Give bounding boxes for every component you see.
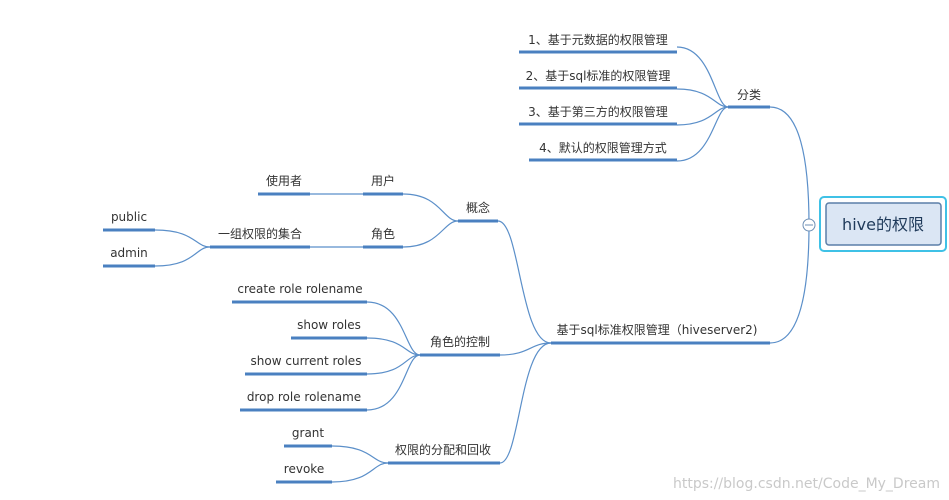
svg-text:角色: 角色 [371, 227, 395, 241]
collapse-toggle[interactable] [802, 218, 816, 232]
svg-text:revoke: revoke [284, 462, 324, 476]
svg-text:show current roles: show current roles [251, 354, 362, 368]
classification-item-1[interactable]: 1、基于元数据的权限管理 [519, 32, 677, 54]
role-node[interactable]: 角色 [363, 227, 403, 249]
svg-text:drop role rolename: drop role rolename [247, 390, 361, 404]
classification-item-3[interactable]: 3、基于第三方的权限管理 [519, 104, 677, 126]
user-node[interactable]: 用户 [363, 173, 403, 196]
svg-text:一组权限的集合: 一组权限的集合 [218, 226, 302, 241]
svg-text:create role rolename: create role rolename [237, 282, 362, 296]
root-node[interactable]: hive的权限 [819, 196, 947, 252]
sql-standard-node[interactable]: 基于sql标准权限管理（hiveserver2) [551, 322, 770, 345]
role-control-node[interactable]: 角色的控制 [420, 334, 500, 357]
grant-node[interactable]: grant [284, 426, 332, 448]
role-control-item-4[interactable]: drop role rolename [240, 390, 367, 412]
revoke-node[interactable]: revoke [276, 462, 332, 484]
svg-text:使用者: 使用者 [266, 173, 302, 188]
svg-text:public: public [111, 210, 147, 224]
connectors [154, 46, 810, 483]
svg-text:2、基于sql标准的权限管理: 2、基于sql标准的权限管理 [526, 68, 671, 83]
svg-text:admin: admin [110, 246, 148, 260]
user-child-node[interactable]: 使用者 [258, 173, 310, 196]
svg-text:分类: 分类 [737, 88, 761, 102]
role-control-item-3[interactable]: show current roles [245, 354, 367, 376]
svg-text:show roles: show roles [297, 318, 361, 332]
root-label: hive的权限 [842, 215, 924, 234]
edge-root-classification [769, 106, 810, 226]
classification-node[interactable]: 分类 [728, 88, 770, 109]
edge-root-sql [769, 224, 810, 344]
svg-text:角色的控制: 角色的控制 [430, 334, 490, 349]
concept-node[interactable]: 概念 [458, 200, 498, 223]
watermark: https://blog.csdn.net/Code_My_Dream [673, 476, 940, 492]
svg-text:概念: 概念 [466, 200, 490, 215]
svg-text:4、默认的权限管理方式: 4、默认的权限管理方式 [539, 140, 667, 155]
role-leaf-admin[interactable]: admin [103, 246, 155, 268]
classification-item-4[interactable]: 4、默认的权限管理方式 [529, 140, 677, 162]
role-leaf-public[interactable]: public [103, 210, 155, 232]
role-child-node[interactable]: 一组权限的集合 [210, 226, 310, 249]
classification-item-2[interactable]: 2、基于sql标准的权限管理 [519, 68, 677, 90]
role-control-item-2[interactable]: show roles [291, 318, 367, 340]
svg-text:3、基于第三方的权限管理: 3、基于第三方的权限管理 [528, 104, 668, 119]
svg-text:基于sql标准权限管理（hiveserver2): 基于sql标准权限管理（hiveserver2) [557, 322, 758, 337]
role-control-item-1[interactable]: create role rolename [232, 282, 367, 304]
grant-revoke-node[interactable]: 权限的分配和回收 [388, 442, 500, 465]
svg-text:grant: grant [292, 426, 325, 440]
svg-text:1、基于元数据的权限管理: 1、基于元数据的权限管理 [528, 32, 668, 47]
svg-text:权限的分配和回收: 权限的分配和回收 [395, 442, 491, 457]
svg-text:用户: 用户 [371, 173, 395, 188]
